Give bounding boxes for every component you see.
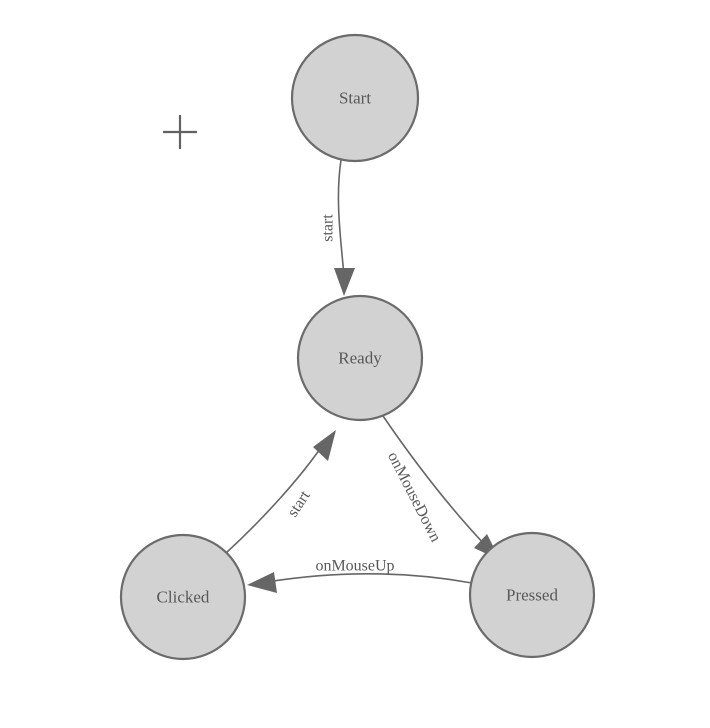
node-clicked[interactable]: Clicked [119,533,247,661]
edge-label-ready-to-pressed: onMouseDown [384,449,444,545]
edge-line [225,445,323,554]
node-label-pressed: Pressed [506,586,558,605]
edge-start-to-ready[interactable]: start [320,159,356,296]
node-ready[interactable]: Ready [296,294,424,422]
arrowhead-icon [334,268,355,296]
node-shape[interactable] [468,531,596,659]
node-shape[interactable] [296,294,424,422]
edge-label-pressed-to-clicked: onMouseUp [315,558,394,575]
arrowhead-icon [313,430,336,461]
edge-ready-to-pressed[interactable]: onMouseDown [382,415,500,560]
node-shape[interactable] [119,533,247,661]
edge-label-clicked-to-ready: start [284,487,314,520]
edge-label-start-to-ready: start [320,214,337,242]
edge-clicked-to-ready[interactable]: start [225,430,336,554]
edge-line [266,573,473,584]
node-label-ready: Ready [338,349,382,368]
arrowhead-icon [247,572,277,593]
node-pressed[interactable]: Pressed [468,531,596,659]
edge-pressed-to-clicked[interactable]: onMouseUp [247,558,473,594]
crosshair-icon [163,115,197,149]
edge-line [337,159,345,277]
node-label-clicked: Clicked [157,588,210,607]
edge-line [382,415,487,547]
node-start[interactable]: Start [290,33,420,163]
node-shape[interactable] [290,33,420,163]
node-label-start: Start [339,89,371,108]
